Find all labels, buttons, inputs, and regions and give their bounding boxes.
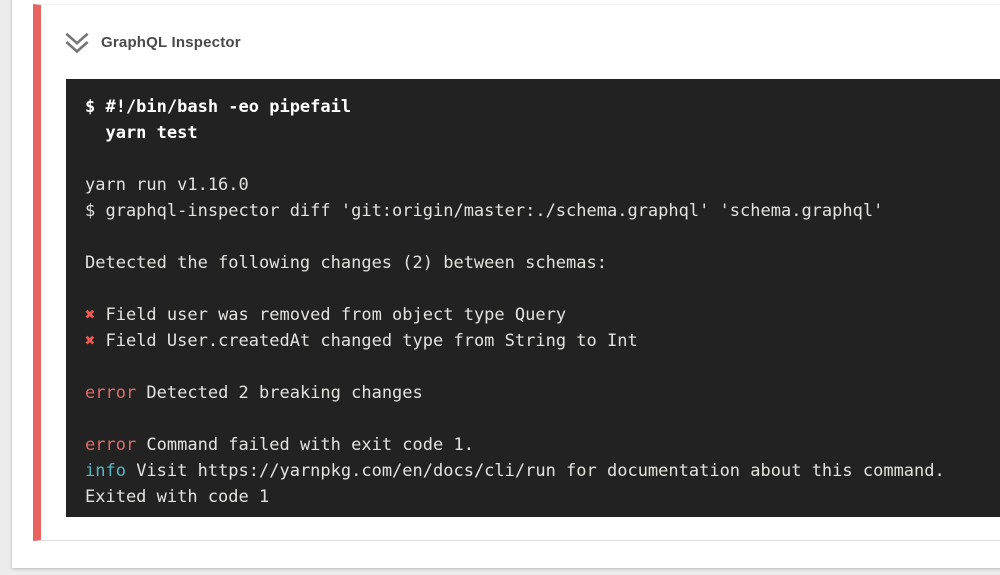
terminal-text-segment: error (85, 435, 137, 455)
step-title: GraphQL Inspector (101, 33, 241, 51)
terminal-text-segment: yarn run v1.16.0 (85, 175, 249, 195)
build-step-card: GraphQL Inspector $ #!/bin/bash -eo pipe… (12, 0, 1000, 568)
terminal-text-segment: Visit https://yarnpkg.com/en/docs/cli/ru… (125, 461, 945, 481)
terminal-line: $ graphql-inspector diff 'git:origin/mas… (85, 198, 1000, 224)
terminal-line (85, 406, 1000, 432)
terminal-text-segment: Command failed with exit code 1. (136, 435, 474, 455)
terminal-line: $ #!/bin/bash -eo pipefail (85, 94, 1000, 120)
terminal-line: ✖ Field user was removed from object typ… (85, 302, 1000, 328)
terminal-line (85, 224, 1000, 250)
terminal-text-segment: ✖ (85, 305, 96, 325)
terminal-line: error Command failed with exit code 1. (85, 432, 1000, 458)
terminal-text-segment: Exited with code 1 (85, 487, 270, 507)
terminal-line: ✖ Field User.createdAt changed type from… (85, 328, 1000, 354)
terminal-output: $ #!/bin/bash -eo pipefail yarn test yar… (66, 79, 1000, 517)
terminal-text-segment: Field User.createdAt changed type from S… (95, 331, 638, 351)
terminal-line (85, 354, 1000, 380)
failed-step-section: GraphQL Inspector $ #!/bin/bash -eo pipe… (33, 4, 1000, 541)
terminal-text-segment: yarn test (85, 123, 198, 143)
terminal-text-segment: ✖ (85, 331, 96, 351)
terminal-line: info Visit https://yarnpkg.com/en/docs/c… (85, 458, 1000, 484)
terminal-line: yarn run v1.16.0 (85, 172, 1000, 198)
terminal-line: error Detected 2 breaking changes (85, 380, 1000, 406)
terminal-text-segment: $ graphql-inspector diff 'git:origin/mas… (85, 201, 884, 221)
terminal-line: Exited with code 1 (85, 484, 1000, 510)
terminal-line: yarn test (85, 120, 1000, 146)
terminal-line (85, 146, 1000, 172)
terminal-text-segment: Detected the following changes (2) betwe… (85, 253, 607, 273)
terminal-text-segment: info (85, 461, 126, 481)
terminal-text-segment: Detected 2 breaking changes (136, 383, 423, 403)
double-chevron-down-icon[interactable] (62, 29, 92, 55)
terminal-text-segment: error (85, 383, 137, 403)
terminal-line: Detected the following changes (2) betwe… (85, 250, 1000, 276)
step-header[interactable]: GraphQL Inspector (41, 5, 1000, 79)
terminal-text-segment: $ #!/bin/bash -eo pipefail (85, 97, 352, 117)
terminal-text-segment: Field user was removed from object type … (95, 305, 567, 325)
terminal-line (85, 276, 1000, 302)
